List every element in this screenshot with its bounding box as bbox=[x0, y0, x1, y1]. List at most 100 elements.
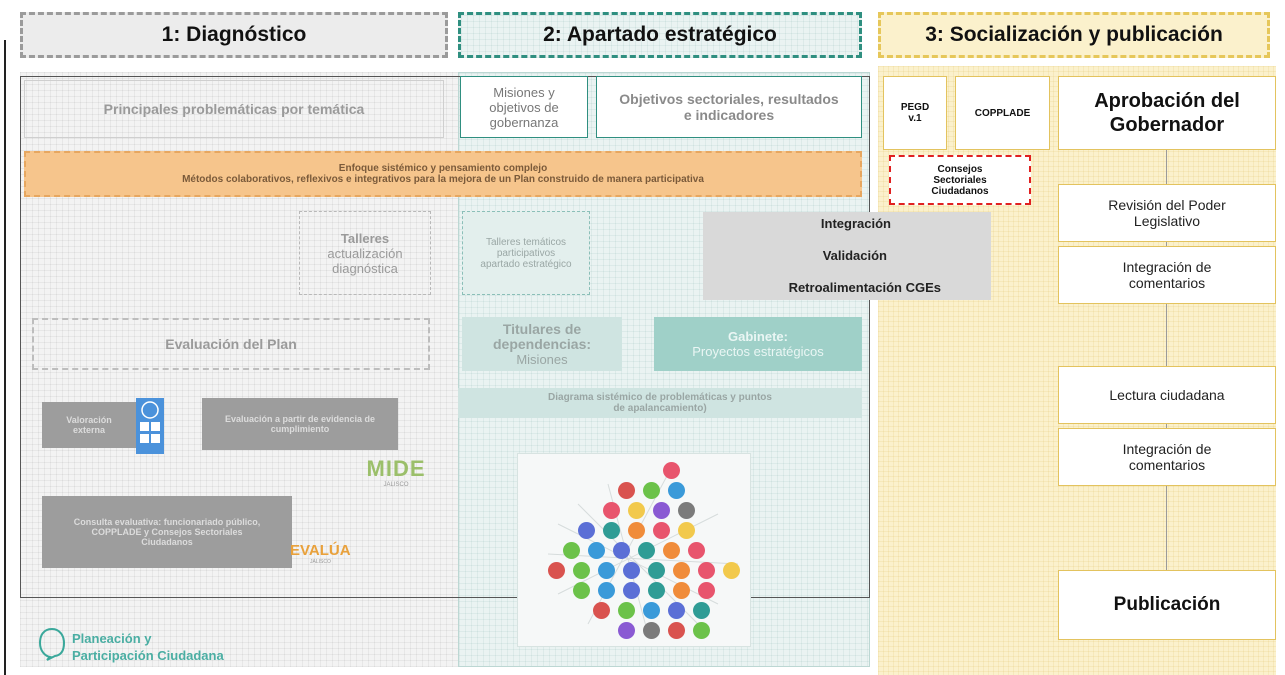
systemic-network-diagram bbox=[517, 453, 751, 647]
objetivos-box: Objetivos sectoriales, resultados e indi… bbox=[596, 76, 862, 138]
diagnostico-frame bbox=[20, 76, 870, 598]
network-node bbox=[643, 602, 660, 619]
evaluacion-plan-box: Evaluación del Plan bbox=[32, 318, 430, 370]
network-node bbox=[698, 582, 715, 599]
integracion-comentarios-1-text: Integración de comentarios bbox=[1122, 259, 1212, 291]
network-node bbox=[653, 522, 670, 539]
network-node bbox=[593, 602, 610, 619]
network-node bbox=[653, 502, 670, 519]
diagrama-text: Diagrama sistémico de problemáticas y pu… bbox=[548, 392, 772, 414]
validacion-label: Validación bbox=[822, 248, 887, 263]
network-node bbox=[698, 562, 715, 579]
aprobacion-box: Aprobación del Gobernador bbox=[1058, 76, 1276, 150]
enfoque-line1: Enfoque sistémico y pensamiento complejo bbox=[338, 163, 548, 174]
header-socializacion-text: 3: Socialización y publicación bbox=[925, 23, 1223, 46]
evaluacion-text: Evaluación del Plan bbox=[165, 336, 297, 352]
copplade-box: COPPLADE bbox=[955, 76, 1050, 150]
pegd-box: PEGD v.1 bbox=[883, 76, 947, 150]
network-node bbox=[678, 502, 695, 519]
network-node bbox=[623, 562, 640, 579]
problematicas-text: Principales problemáticas por temática bbox=[103, 101, 365, 117]
network-node bbox=[628, 502, 645, 519]
planeacion-logo-text: Planeación y Participación Ciudadana bbox=[72, 630, 224, 664]
consulta-text: Consulta evaluativa: funcionariado públi… bbox=[73, 517, 261, 547]
talleres-diagnostico-box: Talleres actualización diagnóstica bbox=[299, 211, 431, 295]
network-node bbox=[648, 562, 665, 579]
mide-logo: MIDE JALISCO bbox=[358, 456, 434, 492]
network-node bbox=[668, 622, 685, 639]
publicacion-box: Publicación bbox=[1058, 570, 1276, 640]
revision-text: Revisión del Poder Legislativo bbox=[1108, 197, 1226, 229]
publicacion-text: Publicación bbox=[1113, 594, 1221, 615]
network-node bbox=[663, 542, 680, 559]
talleres-title: Talleres bbox=[340, 230, 390, 246]
misiones-text: Misiones y objetivos de gobernanza bbox=[489, 84, 559, 130]
network-node bbox=[548, 562, 565, 579]
un-emblem-graphic bbox=[140, 401, 160, 443]
gabinete-sub: Proyectos estratégicos bbox=[692, 344, 824, 359]
misiones-box: Misiones y objetivos de gobernanza bbox=[460, 76, 588, 138]
evaluacion-evidencia-box: Evaluación a partir de evidencia de cump… bbox=[202, 398, 398, 450]
integracion-comentarios-2-box: Integración de comentarios bbox=[1058, 428, 1276, 486]
network-node bbox=[618, 482, 635, 499]
diagrama-box: Diagrama sistémico de problemáticas y pu… bbox=[458, 388, 862, 418]
planeacion-line1: Planeación y bbox=[72, 631, 152, 646]
network-node bbox=[693, 602, 710, 619]
titulares-sub: Misiones bbox=[516, 351, 568, 367]
mide-logo-text: MIDE bbox=[366, 456, 426, 481]
network-node bbox=[673, 582, 690, 599]
network-node bbox=[668, 482, 685, 499]
network-node bbox=[563, 542, 580, 559]
network-node bbox=[598, 582, 615, 599]
network-node bbox=[648, 582, 665, 599]
valoracion-text: Valoración externa bbox=[66, 415, 112, 435]
header-socializacion: 3: Socialización y publicación bbox=[878, 12, 1270, 58]
network-node bbox=[598, 562, 615, 579]
network-node bbox=[573, 562, 590, 579]
valoracion-externa-box: Valoración externa bbox=[42, 402, 136, 448]
un-emblem-icon bbox=[136, 398, 164, 454]
consejos-box: Consejos Sectoriales Ciudadanos bbox=[889, 155, 1031, 205]
gabinete-title: Gabinete: bbox=[728, 329, 788, 344]
network-node bbox=[603, 502, 620, 519]
aprobacion-text: Aprobación del Gobernador bbox=[1094, 90, 1240, 136]
consejos-text: Consejos Sectoriales Ciudadanos bbox=[931, 163, 989, 197]
enfoque-line2: Métodos colaborativos, reflexivos e inte… bbox=[182, 174, 704, 185]
network-node bbox=[678, 522, 695, 539]
talleres-tematicos-box: Talleres temáticos participativos aparta… bbox=[462, 211, 590, 295]
evalua-logo-sub: JALISCO bbox=[310, 559, 331, 565]
header-diagnostico: 1: Diagnóstico bbox=[20, 12, 448, 58]
titulares-box: Titulares de dependencias: Misiones bbox=[462, 317, 622, 371]
network-node bbox=[623, 582, 640, 599]
network-node bbox=[573, 582, 590, 599]
consulta-evaluativa-box: Consulta evaluativa: funcionariado públi… bbox=[42, 496, 292, 568]
evalua-logo: EVALÚA JALISCO bbox=[290, 542, 370, 572]
network-lines bbox=[547, 473, 739, 635]
network-node bbox=[663, 462, 680, 479]
enfoque-banner: Enfoque sistémico y pensamiento complejo… bbox=[24, 151, 862, 197]
network-node bbox=[668, 602, 685, 619]
mide-logo-sub: JALISCO bbox=[383, 482, 409, 488]
problematicas-box: Principales problemáticas por temática bbox=[24, 80, 444, 138]
objetivos-text: Objetivos sectoriales, resultados e indi… bbox=[619, 91, 839, 123]
titulares-title: Titulares de dependencias: bbox=[492, 320, 592, 352]
planeacion-logo-icon bbox=[38, 627, 66, 661]
network-node bbox=[628, 522, 645, 539]
talleres-sub: actualización diagnóstica bbox=[327, 245, 403, 276]
network-node bbox=[688, 542, 705, 559]
header-apartado-estrategico: 2: Apartado estratégico bbox=[458, 12, 862, 58]
integracion-label: Integración bbox=[820, 216, 891, 231]
network-node bbox=[603, 522, 620, 539]
network-node bbox=[693, 622, 710, 639]
network-node bbox=[588, 542, 605, 559]
lectura-text: Lectura ciudadana bbox=[1109, 387, 1225, 403]
gabinete-box: Gabinete: Proyectos estratégicos bbox=[654, 317, 862, 371]
planeacion-line2: Participación Ciudadana bbox=[72, 648, 224, 663]
network-node bbox=[618, 622, 635, 639]
network-node bbox=[613, 542, 630, 559]
evaluacion-evidencia-text: Evaluación a partir de evidencia de cump… bbox=[224, 414, 376, 434]
lectura-box: Lectura ciudadana bbox=[1058, 366, 1276, 424]
network-node bbox=[723, 562, 740, 579]
network-node bbox=[578, 522, 595, 539]
retroalimentacion-label: Retroalimentación CGEs bbox=[788, 280, 941, 295]
